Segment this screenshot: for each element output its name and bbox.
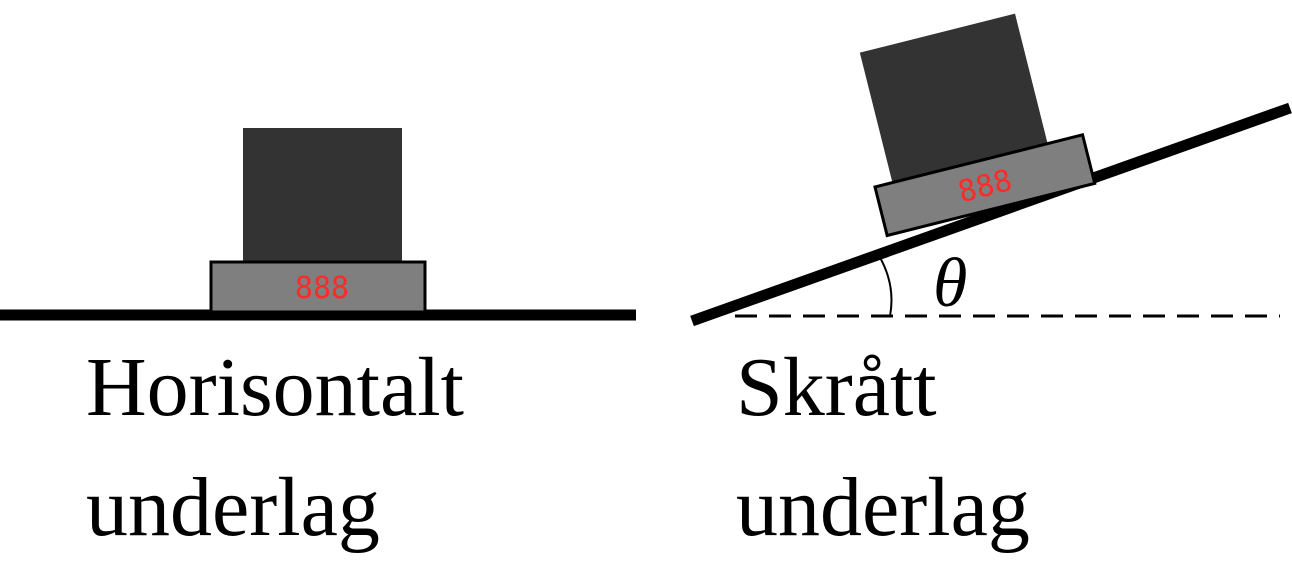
left-panel: 888 Horisontalt underlag xyxy=(0,128,636,554)
left-scale xyxy=(209,260,427,314)
right-scale xyxy=(873,133,1097,238)
left-weight xyxy=(243,128,402,262)
right-panel: θ 888 Skrått underlag xyxy=(690,13,1292,554)
right-weight xyxy=(859,13,1048,183)
right-caption-line2: underlag xyxy=(736,461,1030,554)
angle-label: θ xyxy=(933,245,967,322)
inclined-surface xyxy=(690,102,1292,327)
right-caption-line1: Skrått xyxy=(736,341,937,434)
left-scale-display: 888 xyxy=(295,271,349,306)
left-caption-line2: underlag xyxy=(86,461,380,554)
left-caption-line1: Horisontalt xyxy=(86,341,464,434)
right-scale-assembly: 888 xyxy=(859,13,1097,238)
angle-arc xyxy=(877,253,893,317)
